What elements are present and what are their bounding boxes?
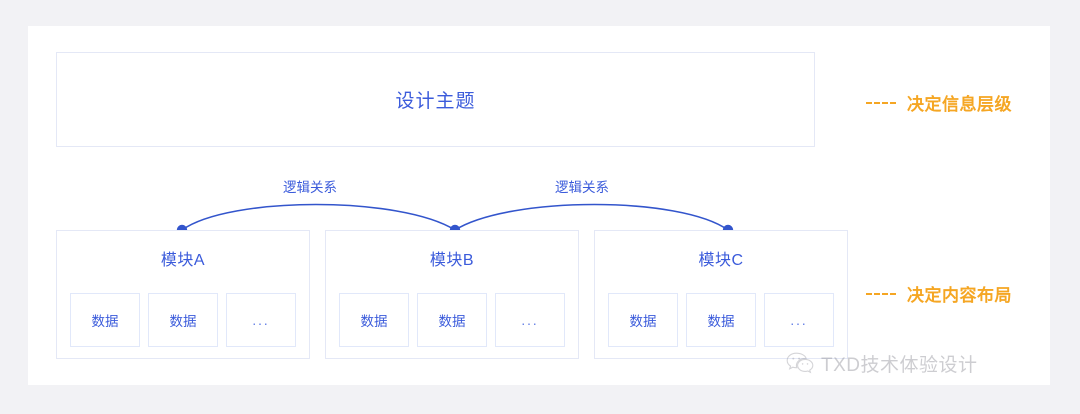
module-b-leaf-1: 数据 bbox=[339, 293, 409, 347]
module-c-title: 模块C bbox=[698, 252, 744, 269]
watermark-text: TXD技术体验设计 bbox=[821, 355, 978, 376]
module-a-leaf-1: 数据 bbox=[70, 293, 140, 347]
module-c: 模块C 数据 数据 ... bbox=[594, 230, 848, 359]
module-a-title: 模块A bbox=[160, 252, 206, 269]
module-a-leaf-row: 数据 数据 ... bbox=[70, 293, 296, 347]
module-c-leaf-3: ... bbox=[764, 293, 834, 347]
module-a: 模块A 数据 数据 ... bbox=[56, 230, 310, 359]
dashed-line-icon bbox=[866, 101, 896, 104]
module-a-leaf-3: ... bbox=[226, 293, 296, 347]
module-b-leaf-3: ... bbox=[495, 293, 565, 347]
annotation-info-hierarchy-label: 决定信息层级 bbox=[907, 95, 1012, 114]
module-b-title: 模块B bbox=[429, 252, 475, 269]
annotation-content-layout: 决定内容布局 bbox=[866, 281, 1012, 306]
relation-label-right: 逻辑关系 bbox=[555, 180, 609, 195]
annotation-content-layout-label: 决定内容布局 bbox=[907, 286, 1012, 305]
module-c-leaf-1: 数据 bbox=[608, 293, 678, 347]
module-c-leaf-row: 数据 数据 ... bbox=[608, 293, 834, 347]
design-theme-label: 设计主题 bbox=[395, 91, 476, 112]
annotation-info-hierarchy: 决定信息层级 bbox=[866, 90, 1012, 115]
module-a-leaf-2: 数据 bbox=[148, 293, 218, 347]
wechat-icon bbox=[786, 352, 814, 374]
relation-label-left: 逻辑关系 bbox=[283, 180, 337, 195]
dashed-line-icon bbox=[866, 292, 896, 295]
module-b-leaf-2: 数据 bbox=[417, 293, 487, 347]
module-c-leaf-2: 数据 bbox=[686, 293, 756, 347]
watermark: TXD技术体验设计 bbox=[786, 350, 978, 377]
design-theme-box: 设计主题 bbox=[56, 52, 815, 147]
module-b-leaf-row: 数据 数据 ... bbox=[339, 293, 565, 347]
module-b: 模块B 数据 数据 ... bbox=[325, 230, 579, 359]
